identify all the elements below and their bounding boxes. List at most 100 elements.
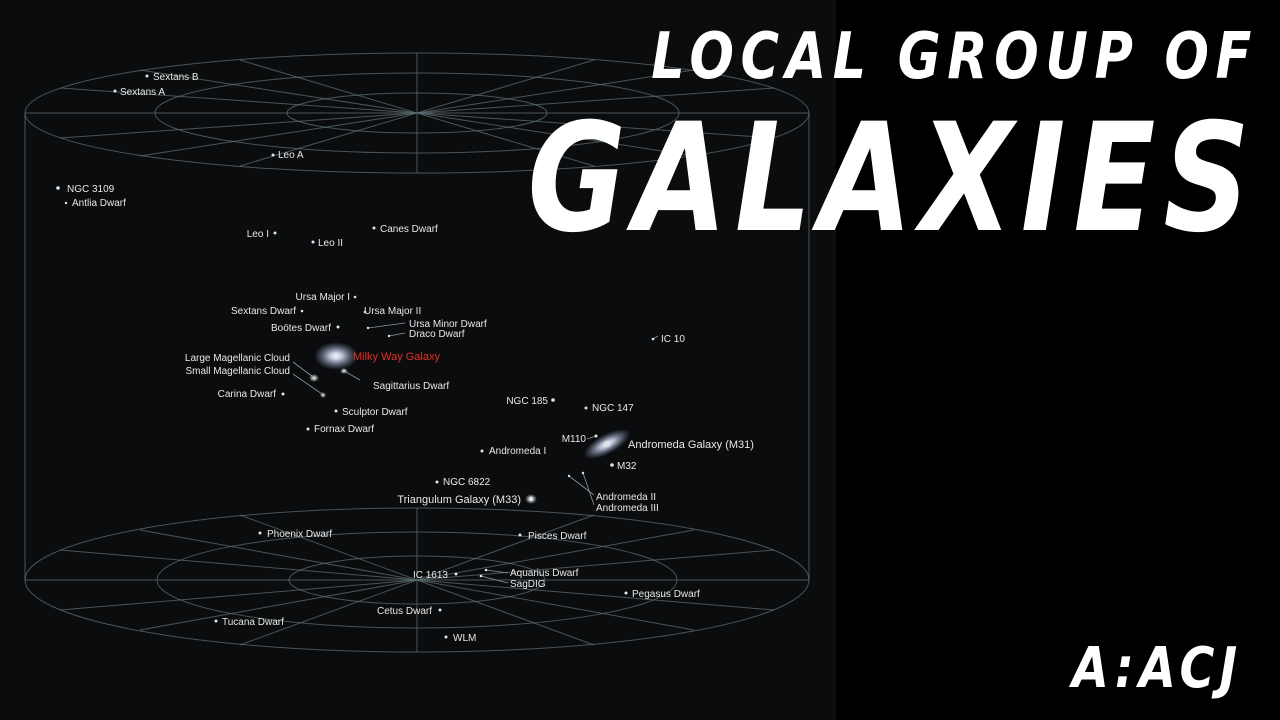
label-ngc-6822: NGC 6822 [443, 477, 491, 488]
lmc-leader [292, 361, 314, 378]
diagram-panel: Sextans B Sextans A Leo A NGC 3109 Antli… [0, 0, 836, 720]
label-andromeda-ii: Andromeda II [596, 492, 656, 503]
sextans-dwarf-dot [300, 309, 304, 313]
label-m32: M32 [617, 461, 637, 472]
m110-leader [586, 435, 597, 440]
fornax-dwarf-dot [306, 427, 310, 431]
label-ngc-3109: NGC 3109 [67, 184, 115, 195]
triangulum-core [528, 496, 534, 502]
label-tucana-dwarf: Tucana Dwarf [222, 617, 284, 628]
label-bootes-dwarf: Boötes Dwarf [271, 323, 331, 334]
label-m110: M110 [562, 434, 587, 445]
sagdig-leader [480, 575, 509, 584]
label-sextans-dwarf: Sextans Dwarf [231, 306, 296, 317]
label-triangulum-galaxy: Triangulum Galaxy (M33) [397, 494, 521, 506]
pisces-dwarf-dot [518, 533, 522, 537]
label-leo-i: Leo I [247, 229, 269, 240]
m110-dot [594, 434, 598, 438]
sculptor-dwarf-dot [334, 409, 338, 413]
aquarius-dwarf-dot [484, 568, 488, 572]
label-lmc: Large Magellanic Cloud [185, 353, 290, 364]
ic-10-dot [651, 337, 655, 341]
label-ursa-minor-dwarf: Ursa Minor Dwarf [409, 319, 487, 330]
label-leo-ii: Leo II [318, 238, 343, 249]
sextans-b-dot [145, 74, 149, 78]
andromeda-ii-dot [567, 474, 571, 478]
label-andromeda-galaxy: Andromeda Galaxy (M31) [628, 439, 754, 451]
ngc-147-dot [584, 406, 588, 410]
canes-dwarf-dot [372, 226, 376, 230]
label-fornax-dwarf: Fornax Dwarf [314, 424, 374, 435]
label-andromeda-i: Andromeda I [489, 446, 546, 457]
cetus-dwarf-dot [438, 608, 442, 612]
phoenix-dwarf-dot [258, 531, 262, 535]
label-sculptor-dwarf: Sculptor Dwarf [342, 407, 408, 418]
andromeda-ii-leader [568, 475, 595, 496]
draco-dwarf-dot [387, 334, 391, 338]
label-sagittarius-dwarf: Sagittarius Dwarf [373, 381, 449, 392]
milky-way-core [333, 353, 339, 359]
label-ngc-185: NGC 185 [506, 396, 548, 407]
smc-leader [292, 373, 323, 395]
andromeda-core [604, 441, 610, 447]
label-ursa-major-ii: Ursa Major II [364, 306, 421, 317]
antlia-dwarf-dot [64, 201, 68, 205]
andromeda-iii-dot [581, 471, 585, 475]
pegasus-dwarf-dot [624, 591, 628, 595]
sagittarius-glow [340, 368, 348, 374]
label-cetus-dwarf: Cetus Dwarf [377, 606, 432, 617]
label-sagdig: SagDIG [510, 579, 546, 590]
draco-leader [388, 332, 406, 337]
label-sextans-b: Sextans B [153, 72, 199, 83]
label-ic-10: IC 10 [661, 334, 685, 345]
sagdig-dot [479, 574, 483, 578]
label-wlm: WLM [453, 633, 476, 644]
aquarius-leader [485, 569, 509, 574]
label-milky-way: Milky Way Galaxy [353, 351, 440, 363]
label-aquarius-dwarf: Aquarius Dwarf [510, 568, 579, 579]
label-phoenix-dwarf: Phoenix Dwarf [267, 529, 332, 540]
ngc-6822-dot [435, 480, 439, 484]
leader-lines [292, 322, 659, 584]
tucana-dwarf-dot [214, 619, 218, 623]
top-disk-spokes [25, 53, 809, 173]
bootes-dwarf-dot [336, 325, 340, 329]
label-ic-1613: IC 1613 [413, 570, 448, 581]
channel-watermark: A:ACJ [1071, 636, 1242, 701]
andromeda-iii-leader [582, 472, 595, 506]
label-leo-a: Leo A [278, 150, 304, 161]
wlm-dot [444, 635, 448, 639]
label-ngc-147: NGC 147 [592, 403, 634, 414]
ursa-minor-leader [367, 322, 406, 329]
andromeda-i-dot [480, 449, 484, 453]
cylinder-grid [24, 52, 810, 653]
title-line-1: LOCAL GROUP OF [651, 20, 1258, 94]
ngc-3109-dot [56, 186, 60, 190]
label-antlia-dwarf: Antlia Dwarf [72, 198, 126, 209]
label-ursa-major-i: Ursa Major I [296, 292, 350, 303]
ic-1613-dot [454, 572, 458, 576]
leo-ii-dot [311, 240, 315, 244]
m32-dot [610, 463, 614, 467]
sextans-a-dot [113, 89, 117, 93]
carina-dwarf-dot [281, 392, 285, 396]
local-group-diagram: Sextans B Sextans A Leo A NGC 3109 Antli… [24, 52, 810, 653]
label-andromeda-iii: Andromeda III [596, 503, 659, 514]
label-smc: Small Magellanic Cloud [186, 366, 291, 377]
label-pisces-dwarf: Pisces Dwarf [528, 531, 587, 542]
ursa-minor-dot [366, 326, 370, 330]
label-canes-dwarf: Canes Dwarf [380, 224, 438, 235]
ursa-major-i-dot [353, 295, 357, 299]
label-sextans-a: Sextans A [120, 87, 165, 98]
leo-a-dot [271, 153, 275, 157]
ngc-185-dot [551, 398, 555, 402]
ursa-major-ii-dot [363, 310, 367, 314]
galaxy-dots [56, 74, 655, 639]
galaxy-labels: Sextans B Sextans A Leo A NGC 3109 Antli… [67, 72, 754, 644]
label-pegasus-dwarf: Pegasus Dwarf [632, 589, 700, 600]
leo-i-dot [273, 231, 277, 235]
bottom-disk-spokes [25, 508, 809, 652]
label-draco-dwarf: Draco Dwarf [409, 329, 465, 340]
sagittarius-leader [345, 371, 361, 381]
label-carina-dwarf: Carina Dwarf [218, 389, 277, 400]
